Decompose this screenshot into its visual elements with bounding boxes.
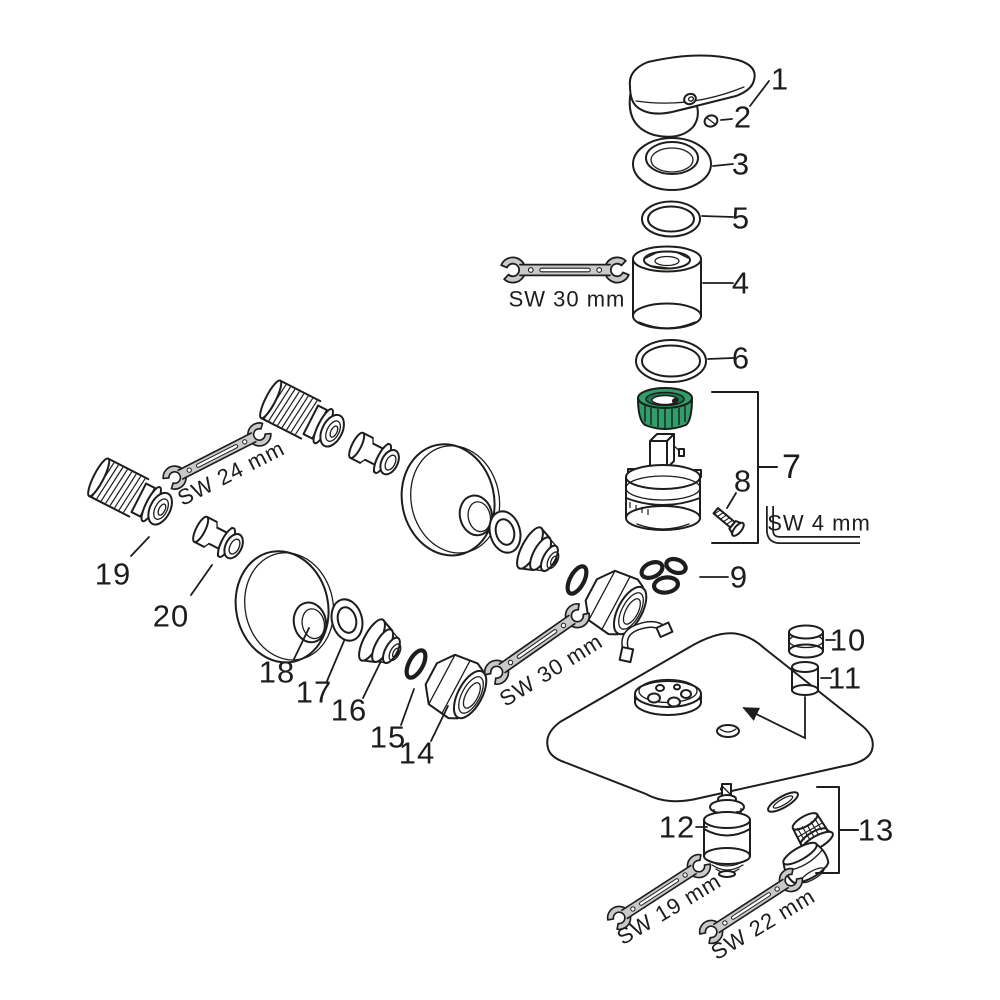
part-15-o-ring-upper: [564, 563, 590, 596]
tool-wrench-sw30-top: SW 30 mm: [499, 254, 631, 312]
tool-hexkey-sw4: SW 4 mm: [766, 506, 871, 544]
tool-wrench-sw30-mid: SW 30 mm: [477, 596, 607, 712]
part-12-diverter-cartridge: [703, 783, 751, 878]
bracket-7: [711, 391, 778, 544]
callout-17: 17: [296, 675, 332, 710]
cartridge-body: [625, 433, 702, 531]
leader-19: [130, 536, 150, 557]
leader-17: [326, 640, 345, 682]
leader-15: [400, 688, 415, 726]
callout-15: 15: [370, 720, 406, 755]
tool-label-sw30-top: SW 30 mm: [509, 287, 626, 312]
part-20-bushing-upper: [344, 428, 406, 482]
bracket-13: [815, 786, 859, 874]
leader-6: [707, 357, 734, 360]
tool-wrench-sw19: SW 19 mm: [601, 847, 725, 950]
callout-4: 4: [732, 266, 750, 301]
part-3-handle-collar: [632, 137, 712, 191]
part-18-escutcheon-upper: [390, 433, 511, 566]
part-1-lever-handle: [628, 54, 756, 138]
callout-2: 2: [734, 100, 752, 135]
callout-12: 12: [659, 810, 695, 845]
callout-18: 18: [259, 655, 295, 690]
part-10-plug-large: [788, 624, 824, 659]
callout-6: 6: [732, 341, 750, 376]
callout-1: 1: [771, 62, 789, 97]
leader-2: [720, 118, 733, 121]
leader-3: [712, 163, 734, 167]
leader-20: [190, 564, 213, 596]
callout-8: 8: [734, 464, 752, 499]
part-2-grub-screw: [703, 114, 719, 128]
part-13-aerator-set: [767, 791, 834, 884]
callout-19: 19: [95, 557, 131, 592]
callout-7: 7: [782, 448, 802, 486]
part-20-bushing-lower: [188, 512, 250, 566]
part-4-cartridge-nut: [632, 245, 702, 330]
leader-18: [293, 627, 310, 660]
part-14-union-nut-lower: [415, 645, 497, 729]
callout-3: 3: [732, 147, 750, 182]
leader-1: [749, 80, 770, 107]
green-ring-nut: [636, 387, 694, 430]
part-18-escutcheon-lower: [224, 540, 345, 673]
part-5-seal-ring: [641, 200, 701, 238]
leader-8: [726, 492, 737, 509]
callout-14: 14: [399, 736, 435, 771]
callout-5: 5: [732, 201, 750, 236]
leader-16: [362, 660, 382, 699]
hose-clip: [618, 620, 674, 664]
tool-label-sw4: SW 4 mm: [767, 511, 871, 536]
faucet-body: [546, 632, 874, 803]
callout-11: 11: [828, 661, 862, 696]
aerator-shell: [782, 841, 830, 884]
callout-20: 20: [153, 599, 189, 634]
callout-10: 10: [830, 623, 866, 658]
valve-seat: [634, 678, 702, 716]
leader-5: [701, 215, 734, 218]
callout-13: 13: [858, 813, 894, 848]
part-9-o-ring-set: [639, 556, 688, 595]
part-8-fixing-screw: [712, 507, 745, 537]
part-15-o-ring-lower: [403, 647, 429, 680]
part-11-plug-small: [791, 661, 819, 696]
part-6-o-ring-large: [635, 339, 707, 383]
part-7-cartridge-assembly: [625, 387, 702, 531]
body-hole: [716, 724, 740, 738]
tool-wrench-sw24: SW 24 mm: [157, 416, 289, 511]
leader-14: [430, 705, 449, 742]
callout-9: 9: [730, 560, 748, 595]
aerator-gasket: [767, 791, 799, 813]
part-19-connector-lower: [83, 455, 180, 533]
plug-position-arrow: [742, 696, 806, 740]
callout-16: 16: [331, 693, 367, 728]
